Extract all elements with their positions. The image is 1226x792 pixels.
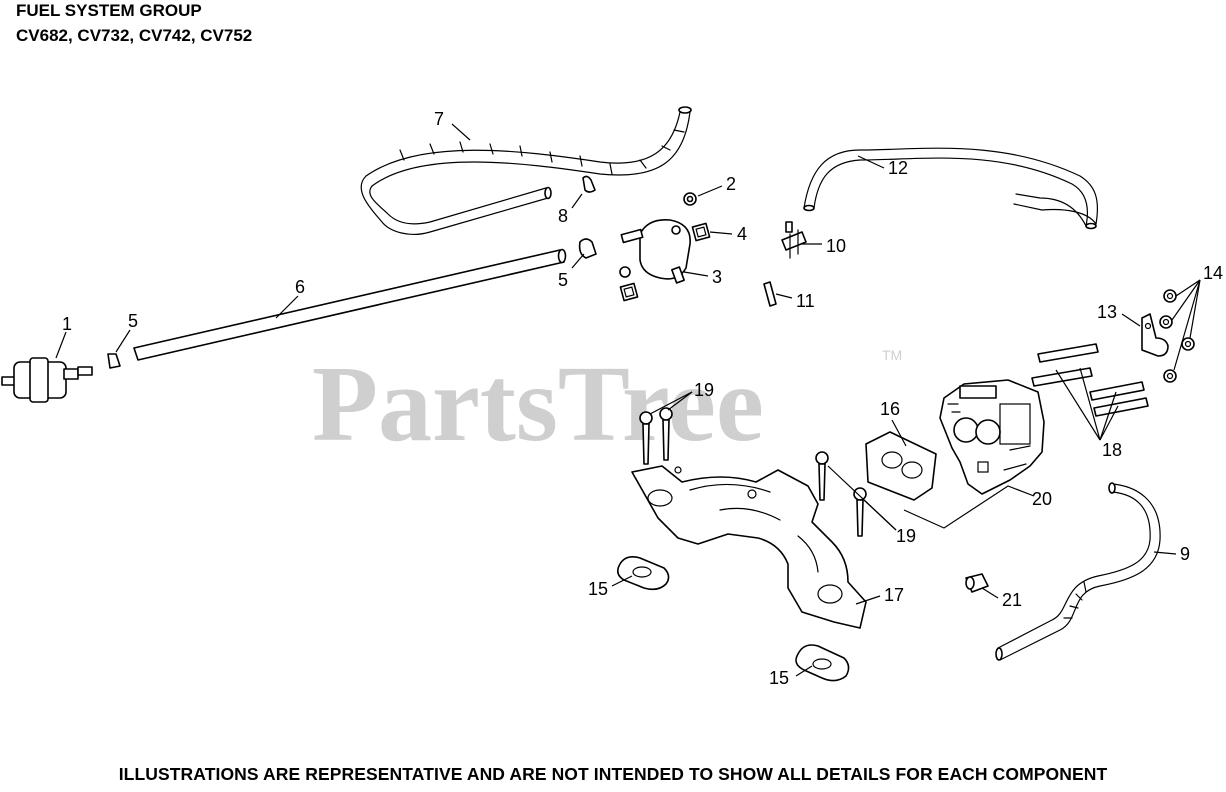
part-fuel-hose-spring[interactable] (360, 106, 692, 235)
part-check-valve[interactable] (691, 222, 711, 242)
callout-16: 16 (880, 399, 900, 419)
part-nuts[interactable] (1159, 289, 1195, 383)
callout-1: 1 (62, 314, 72, 334)
part-manifold-gasket-right[interactable] (795, 644, 850, 682)
callout-20: 20 (1032, 489, 1052, 509)
callout-12: 12 (888, 158, 908, 178)
callout-5-lower: 5 (128, 311, 138, 331)
part-bracket[interactable] (1141, 313, 1169, 357)
part-bolts-lower[interactable] (815, 451, 867, 537)
callout-14: 14 (1203, 263, 1223, 283)
part-carb-gasket[interactable] (865, 431, 937, 501)
callout-3: 3 (712, 267, 722, 287)
callout-13: 13 (1097, 302, 1117, 322)
callout-17: 17 (884, 585, 904, 605)
watermark: PartsTree (312, 345, 764, 464)
callout-18: 18 (1102, 440, 1122, 460)
part-studs[interactable] (1031, 343, 1149, 417)
part-vent-hose[interactable] (803, 147, 1099, 230)
part-hose-clamp-upper[interactable] (578, 238, 597, 259)
callout-19-upper: 19 (694, 380, 714, 400)
callout-19-lower: 19 (896, 526, 916, 546)
diagram-title: FUEL SYSTEM GROUP (16, 1, 202, 20)
part-fuel-hose-lower[interactable] (995, 482, 1161, 661)
callout-15-right: 15 (769, 668, 789, 688)
callout-11: 11 (796, 291, 815, 311)
part-clamp[interactable] (582, 175, 596, 193)
part-fuel-filter[interactable] (1, 357, 93, 403)
disclaimer-footer: ILLUSTRATIONS ARE REPRESENTATIVE AND ARE… (118, 764, 1108, 784)
part-pin[interactable] (763, 281, 777, 307)
part-fitting[interactable] (965, 573, 989, 593)
part-carburetor[interactable] (939, 379, 1045, 495)
callout-4: 4 (737, 224, 747, 244)
callout-numbers: 1 2 3 4 5 5 6 7 8 9 10 11 12 13 14 15 15… (62, 109, 1223, 688)
part-bolts-upper[interactable] (639, 407, 673, 465)
part-nut[interactable] (683, 192, 697, 206)
callout-9: 9 (1180, 544, 1190, 564)
callout-8: 8 (558, 206, 568, 226)
callout-2: 2 (726, 174, 736, 194)
callout-21: 21 (1002, 590, 1022, 610)
part-tee-fitting[interactable] (781, 221, 807, 259)
callout-7: 7 (434, 109, 444, 129)
part-fuel-hose-long[interactable] (133, 248, 567, 361)
part-gasket-small[interactable] (619, 282, 639, 302)
part-hose-clamp[interactable] (107, 353, 121, 369)
watermark-tm: TM (882, 347, 902, 363)
leader-lines (55, 123, 1201, 677)
callout-5-upper: 5 (558, 270, 568, 290)
callout-6: 6 (295, 277, 305, 297)
part-fuel-pump[interactable] (619, 218, 691, 284)
callout-15-left: 15 (588, 579, 608, 599)
part-manifold-gasket-left[interactable] (616, 556, 670, 591)
model-list: CV682, CV732, CV742, CV752 (16, 26, 253, 45)
part-intake-manifold[interactable] (631, 465, 867, 629)
callout-10: 10 (826, 236, 846, 256)
